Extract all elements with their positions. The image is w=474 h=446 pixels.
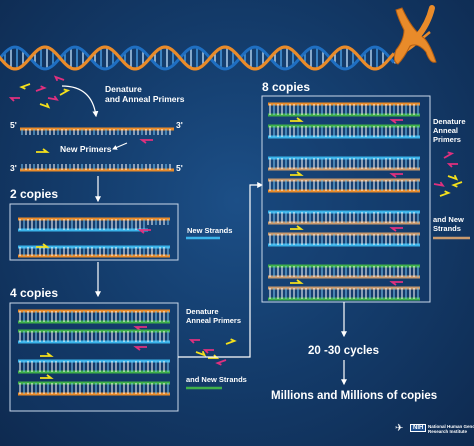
denature-anneal-legend-4: Denature Anneal Primers (186, 307, 242, 325)
new-primers-label: New Primers (60, 144, 112, 154)
denature-anneal-legend-8: Denature Anneal Primers (433, 117, 466, 144)
free-primer (53, 75, 65, 82)
denature-arrow (61, 85, 99, 118)
free-primer-shape (35, 85, 47, 92)
free-primer-shape (215, 359, 227, 366)
helix-back-strand (0, 45, 396, 71)
primer (133, 326, 147, 331)
free-primer (59, 88, 71, 96)
primer-reverse (139, 139, 153, 144)
primer-forward (36, 148, 50, 153)
free-primer-shape (446, 163, 458, 168)
free-primer-shape (59, 88, 71, 96)
free-primer (188, 339, 200, 344)
free-primer (446, 163, 458, 168)
free-primer (195, 350, 207, 357)
free-primer-shape (451, 181, 463, 188)
cycles-label: 20 -30 cycles (308, 345, 379, 357)
new-strands-legend-8: and New Strands (433, 215, 464, 233)
chromosome-arm (415, 5, 435, 39)
denature-anneal-label: Denature and Anneal Primers (105, 84, 185, 104)
free-primer (208, 354, 220, 359)
free-primer (433, 181, 445, 187)
free-primer-shape (19, 83, 31, 90)
primer (389, 119, 403, 124)
free-primer (19, 83, 31, 90)
new-primers-pointer (112, 142, 128, 150)
free-primer (225, 338, 237, 345)
free-primer (8, 97, 20, 102)
free-primer (447, 174, 459, 181)
primer (40, 374, 54, 379)
three-prime-end-right: 3' (176, 120, 183, 130)
free-primer (215, 359, 227, 366)
helix-front-strand (0, 45, 396, 71)
free-primer (202, 349, 214, 354)
free-primer-shape (195, 350, 207, 357)
free-primer-shape (39, 102, 51, 109)
free-primer (35, 85, 47, 92)
hhs-eagle-icon: ✈ (395, 423, 404, 434)
three-prime-end-left: 3' (10, 163, 17, 173)
millions-label: Millions and Millions of copies (271, 390, 438, 402)
primer (40, 352, 54, 357)
primer (389, 173, 403, 178)
primer (290, 171, 304, 176)
primer (133, 346, 147, 351)
free-primer (451, 181, 463, 188)
five-prime-end-left: 5' (10, 120, 17, 130)
connector-to-eight (178, 182, 264, 358)
free-primer (443, 151, 455, 159)
two-copies-heading: 2 copies (10, 187, 59, 201)
free-primer-shape (433, 181, 445, 187)
free-primer (47, 95, 59, 101)
free-primer-shape (8, 97, 20, 102)
new-strands-legend: New Strands (187, 226, 233, 235)
free-primer-shape (208, 354, 220, 359)
free-primer-shape (47, 95, 59, 101)
primer (389, 281, 403, 286)
free-primer-shape (443, 151, 455, 159)
free-primer-shape (447, 174, 459, 181)
free-primer-shape (202, 349, 214, 354)
primer (290, 279, 304, 284)
free-primer-shape (225, 338, 237, 345)
free-primer-shape (439, 190, 451, 197)
new-strands-legend-4: and New Strands (186, 375, 247, 384)
five-prime-end-right: 5' (176, 163, 183, 173)
free-primer-shape (188, 339, 200, 344)
primer (290, 117, 304, 122)
free-primer (439, 190, 451, 197)
primer (290, 225, 304, 230)
four-copies-heading: 4 copies (10, 286, 59, 300)
nih-logo: NIH (410, 424, 427, 432)
free-primer (39, 102, 51, 109)
primer (36, 243, 50, 248)
two-copies-panel (9, 203, 179, 261)
eight-copies-heading: 8 copies (262, 80, 311, 94)
nhgri-logo-text: National Human Genome Research Institute (428, 424, 474, 434)
primer (137, 229, 151, 234)
primer (389, 227, 403, 232)
free-primer-shape (53, 75, 65, 82)
